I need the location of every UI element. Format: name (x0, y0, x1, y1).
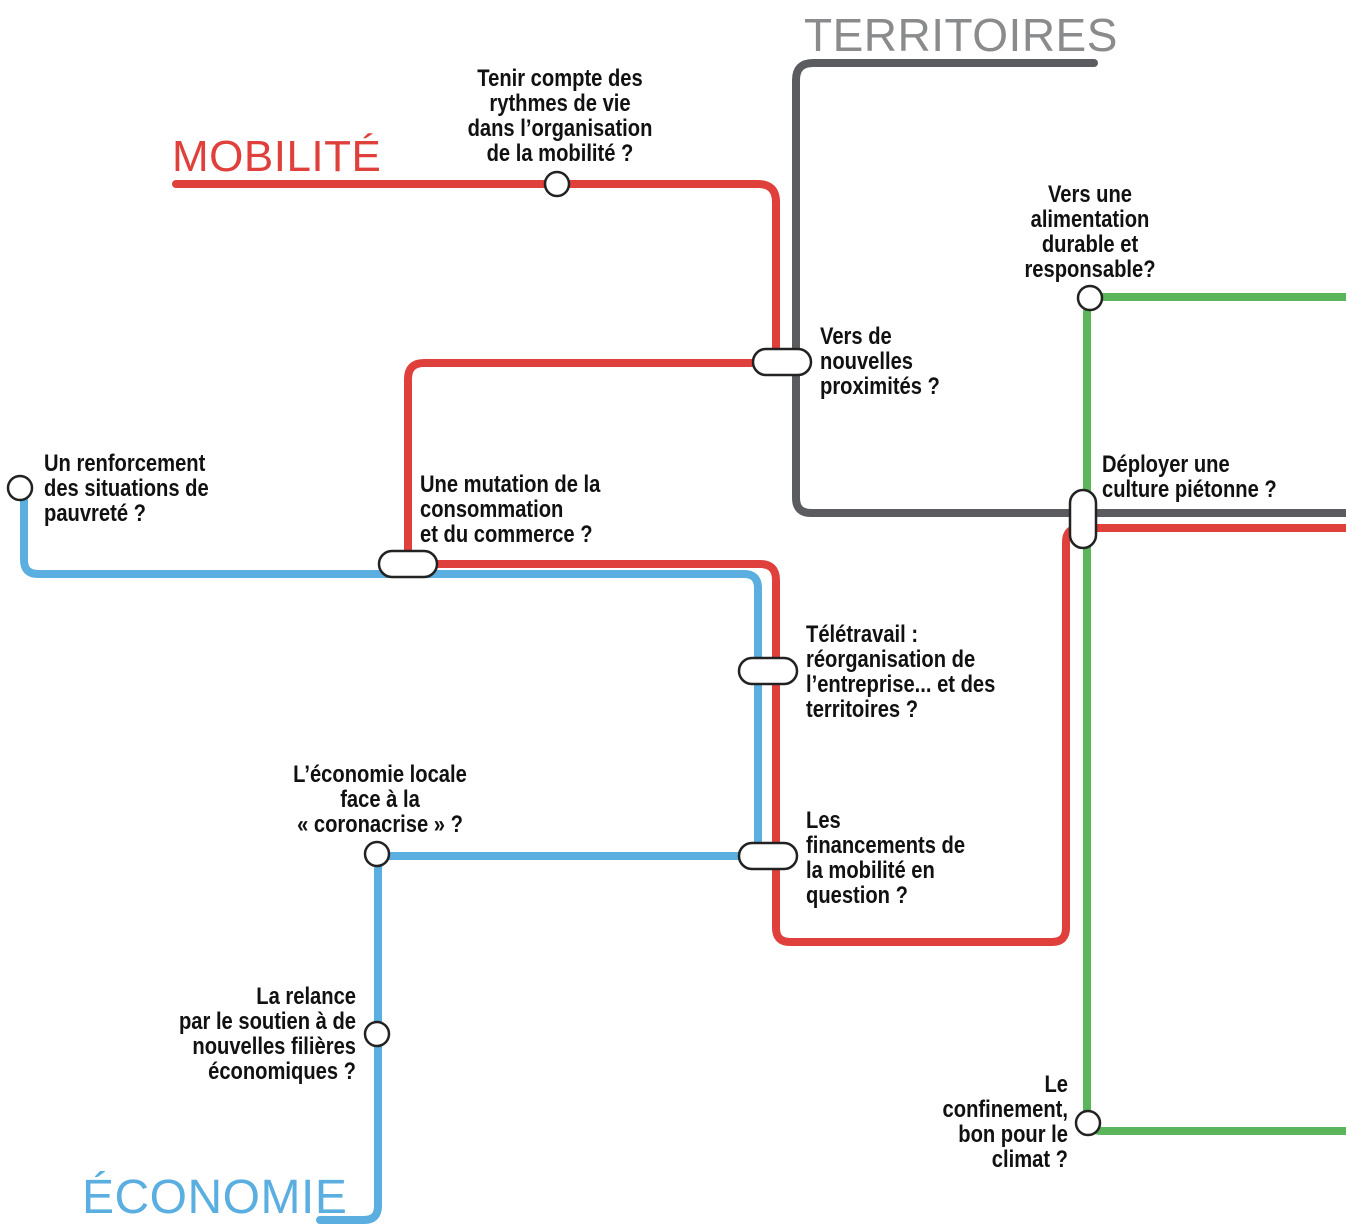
station-pauvrete[interactable] (6, 474, 34, 502)
label-alimentation: Vers une alimentation durable et respons… (1024, 181, 1156, 283)
station-alimentation[interactable] (1076, 284, 1104, 312)
station-relance[interactable] (363, 1020, 391, 1048)
label-consommation: Une mutation de la consommation et du co… (420, 471, 601, 548)
label-proximites: Vers de nouvelles proximités ? (820, 323, 940, 400)
territoires-title: TERRITOIRES (804, 9, 1118, 61)
mobilite-loop-line-main (404, 359, 1346, 946)
station-proximites[interactable] (751, 347, 813, 377)
alimentation-line (1083, 293, 1346, 1135)
label-relance: La relance par le soutien à de nouvelles… (178, 983, 356, 1085)
mobilite-title: MOBILITÉ (172, 132, 382, 181)
station-confinement[interactable] (1074, 1109, 1102, 1137)
mobilite-line (172, 180, 780, 366)
station-financements[interactable] (737, 841, 799, 871)
label-rythmes: Tenir compte des rythmes de vie dans l’o… (467, 65, 653, 167)
label-teletravail: Télétravail : réorganisation de l’entrep… (806, 621, 996, 723)
station-economie-locale[interactable] (363, 840, 391, 868)
label-pietonne: Déployer une culture piétonne ? (1102, 451, 1277, 503)
economie-title: ÉCONOMIE (82, 1171, 348, 1224)
label-pauvrete: Un renforcement des situations de pauvre… (44, 450, 209, 527)
station-teletravail[interactable] (737, 656, 799, 686)
territoires-line (792, 59, 1346, 517)
label-confinement: Le confinement, bon pour le climat ? (942, 1071, 1068, 1173)
station-rythmes[interactable] (543, 170, 571, 198)
label-financements: Les financements de la mobilité en quest… (806, 807, 966, 909)
label-economie-locale: L’économie locale face à la « coronacris… (293, 761, 467, 838)
station-consommation[interactable] (377, 549, 439, 579)
station-pietonne[interactable] (1068, 488, 1098, 550)
